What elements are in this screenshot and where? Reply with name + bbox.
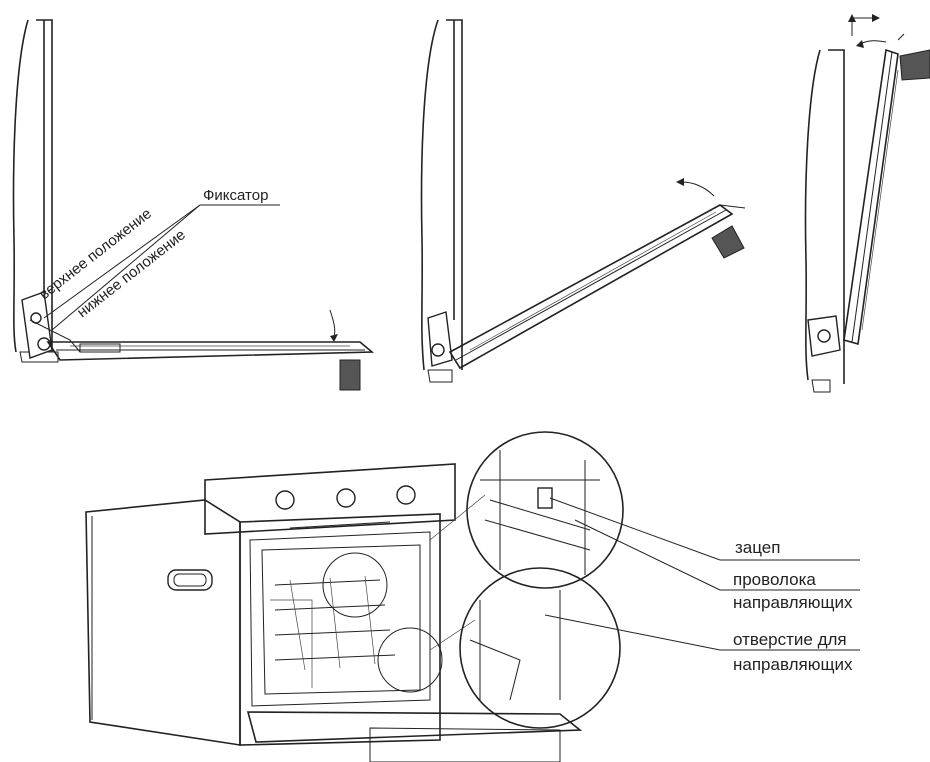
panel-door-open (12, 19, 375, 391)
oven-perspective (85, 463, 583, 762)
label-lower-position: нижнее положение (74, 226, 189, 321)
label-upper-position: верхнее положение (36, 205, 155, 303)
detail-hole (459, 567, 721, 729)
label-guide-wire-2: направляющих (733, 593, 853, 612)
panel-door-closed (804, 14, 930, 393)
label-hook: зацеп (735, 538, 780, 557)
door-handle (711, 225, 745, 259)
label-latch: Фиксатор (203, 187, 268, 204)
door-handle (339, 359, 361, 391)
detail-hook (466, 431, 721, 591)
label-hole-2: направляющих (733, 655, 853, 674)
panel-door-half (420, 19, 746, 383)
door-handle (899, 49, 930, 81)
label-guide-wire-1: проволока (733, 570, 816, 589)
label-hole-1: отверстие для (733, 630, 847, 649)
